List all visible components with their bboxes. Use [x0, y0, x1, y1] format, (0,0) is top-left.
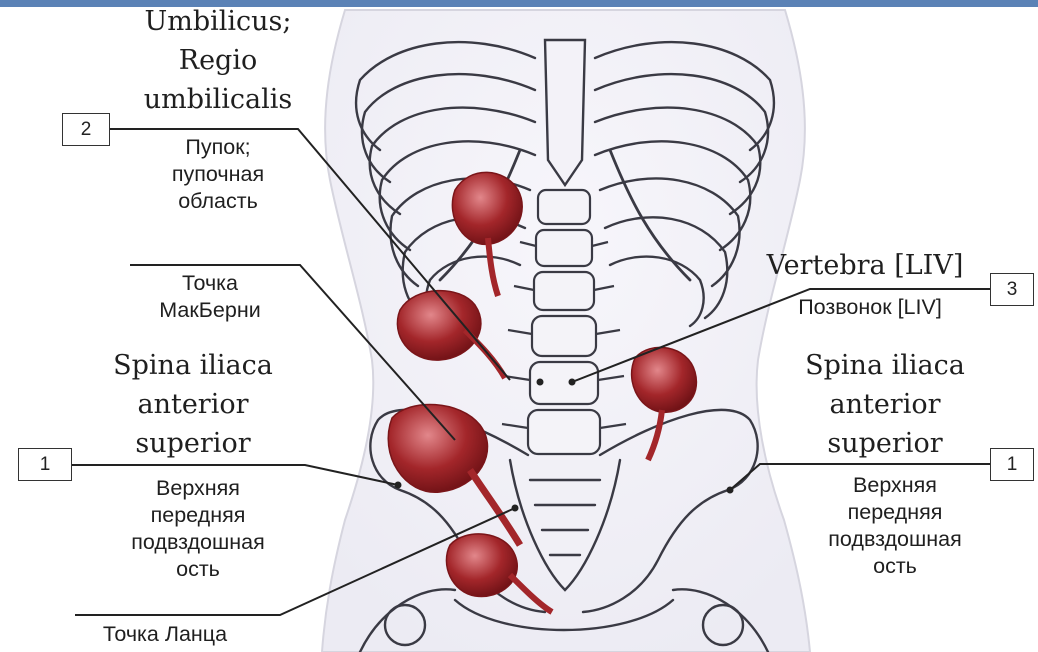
label-line: superior	[78, 424, 308, 463]
label-spina-right-latin: Spina iliaca anterior superior	[780, 346, 990, 463]
marker-3: 3	[990, 273, 1034, 306]
label-spina-right-ru: Верхняя передняя подвздошная ость	[795, 472, 995, 580]
label-line: МакБерни	[120, 297, 300, 324]
label-line: anterior	[780, 385, 990, 424]
label-line: область	[128, 188, 308, 215]
label-vertebra-latin: Vertebra [LIV]	[750, 246, 980, 285]
label-line: Spina iliaca	[78, 346, 308, 385]
label-line: ость	[795, 553, 995, 580]
label-line: передняя	[98, 502, 298, 529]
label-line: Umbilicus;	[118, 2, 318, 41]
label-umbilicus-ru: Пупок; пупочная область	[128, 134, 308, 215]
label-vertebra-ru: Позвонок [LIV]	[760, 294, 980, 321]
label-line: подвздошная	[98, 529, 298, 556]
label-line: Regio	[118, 41, 318, 80]
label-spina-left-latin: Spina iliaca anterior superior	[78, 346, 308, 463]
label-lanz: Точка Ланца	[70, 621, 260, 648]
marker-2: 2	[62, 113, 110, 146]
label-line: Пупок;	[128, 134, 308, 161]
label-line: Верхняя	[795, 472, 995, 499]
label-line: подвздошная	[795, 526, 995, 553]
label-line: umbilicalis	[118, 80, 318, 119]
label-line: Точка	[120, 270, 300, 297]
label-umbilicus-latin: Umbilicus; Regio umbilicalis	[118, 2, 318, 119]
marker-1-left: 1	[18, 448, 72, 481]
point-vertebra-left	[537, 379, 544, 386]
label-mcburney: Точка МакБерни	[120, 270, 300, 324]
label-line: Верхняя	[98, 475, 298, 502]
label-line: Spina iliaca	[780, 346, 990, 385]
marker-1-right: 1	[990, 448, 1034, 481]
label-line: пупочная	[128, 161, 308, 188]
label-line: anterior	[78, 385, 308, 424]
label-spina-left-ru: Верхняя передняя подвздошная ость	[98, 475, 298, 583]
label-line: superior	[780, 424, 990, 463]
label-line: ость	[98, 556, 298, 583]
label-line: передняя	[795, 499, 995, 526]
